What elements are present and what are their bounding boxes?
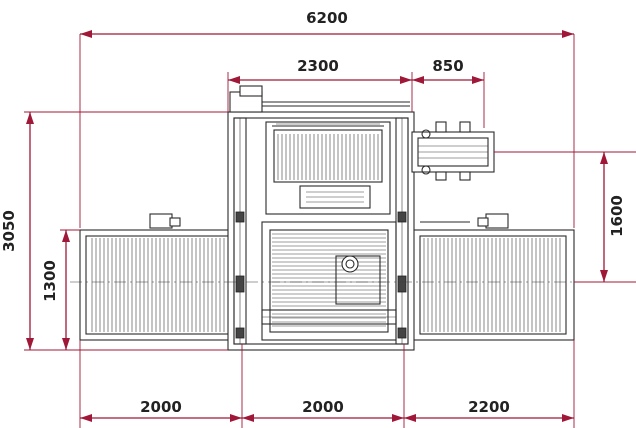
- central-cell: [227, 111, 415, 351]
- left-drive-motor: [149, 213, 173, 229]
- dimension-lines: 6200 2300 850 3050 1300: [0, 9, 636, 428]
- top-gear-motor: [229, 85, 410, 113]
- dim-side-unit-width: 850: [412, 57, 484, 84]
- dim-label-center-cell-width: 2300: [297, 57, 339, 75]
- dim-label-left-conveyor-offset: 1300: [41, 260, 59, 302]
- side-feed-unit: [411, 121, 495, 181]
- dim-side-conveyor-offset: 1600: [600, 152, 626, 282]
- dim-label-left-conveyor-length: 2000: [140, 398, 182, 416]
- dim-overall-depth: 3050: [0, 112, 34, 350]
- dim-label-overall-depth: 3050: [0, 210, 18, 252]
- right-conveyor: [411, 213, 575, 341]
- dim-label-overall-width: 6200: [306, 9, 348, 27]
- dim-bottom-chain: 2000 2000 2200: [80, 398, 574, 422]
- dim-label-right-conveyor-length: 2200: [468, 398, 510, 416]
- dim-label-center-conveyor-length: 2000: [302, 398, 344, 416]
- right-drive-motor: [485, 213, 509, 229]
- dim-label-side-conveyor-offset: 1600: [608, 195, 626, 237]
- dim-left-conveyor-offset: 1300: [41, 230, 70, 350]
- left-conveyor: [79, 213, 243, 341]
- dim-label-side-unit-width: 850: [432, 57, 463, 75]
- dim-overall-width: 6200: [80, 9, 574, 38]
- dim-center-cell-width: 2300: [228, 57, 412, 84]
- machine-layout: [70, 85, 580, 351]
